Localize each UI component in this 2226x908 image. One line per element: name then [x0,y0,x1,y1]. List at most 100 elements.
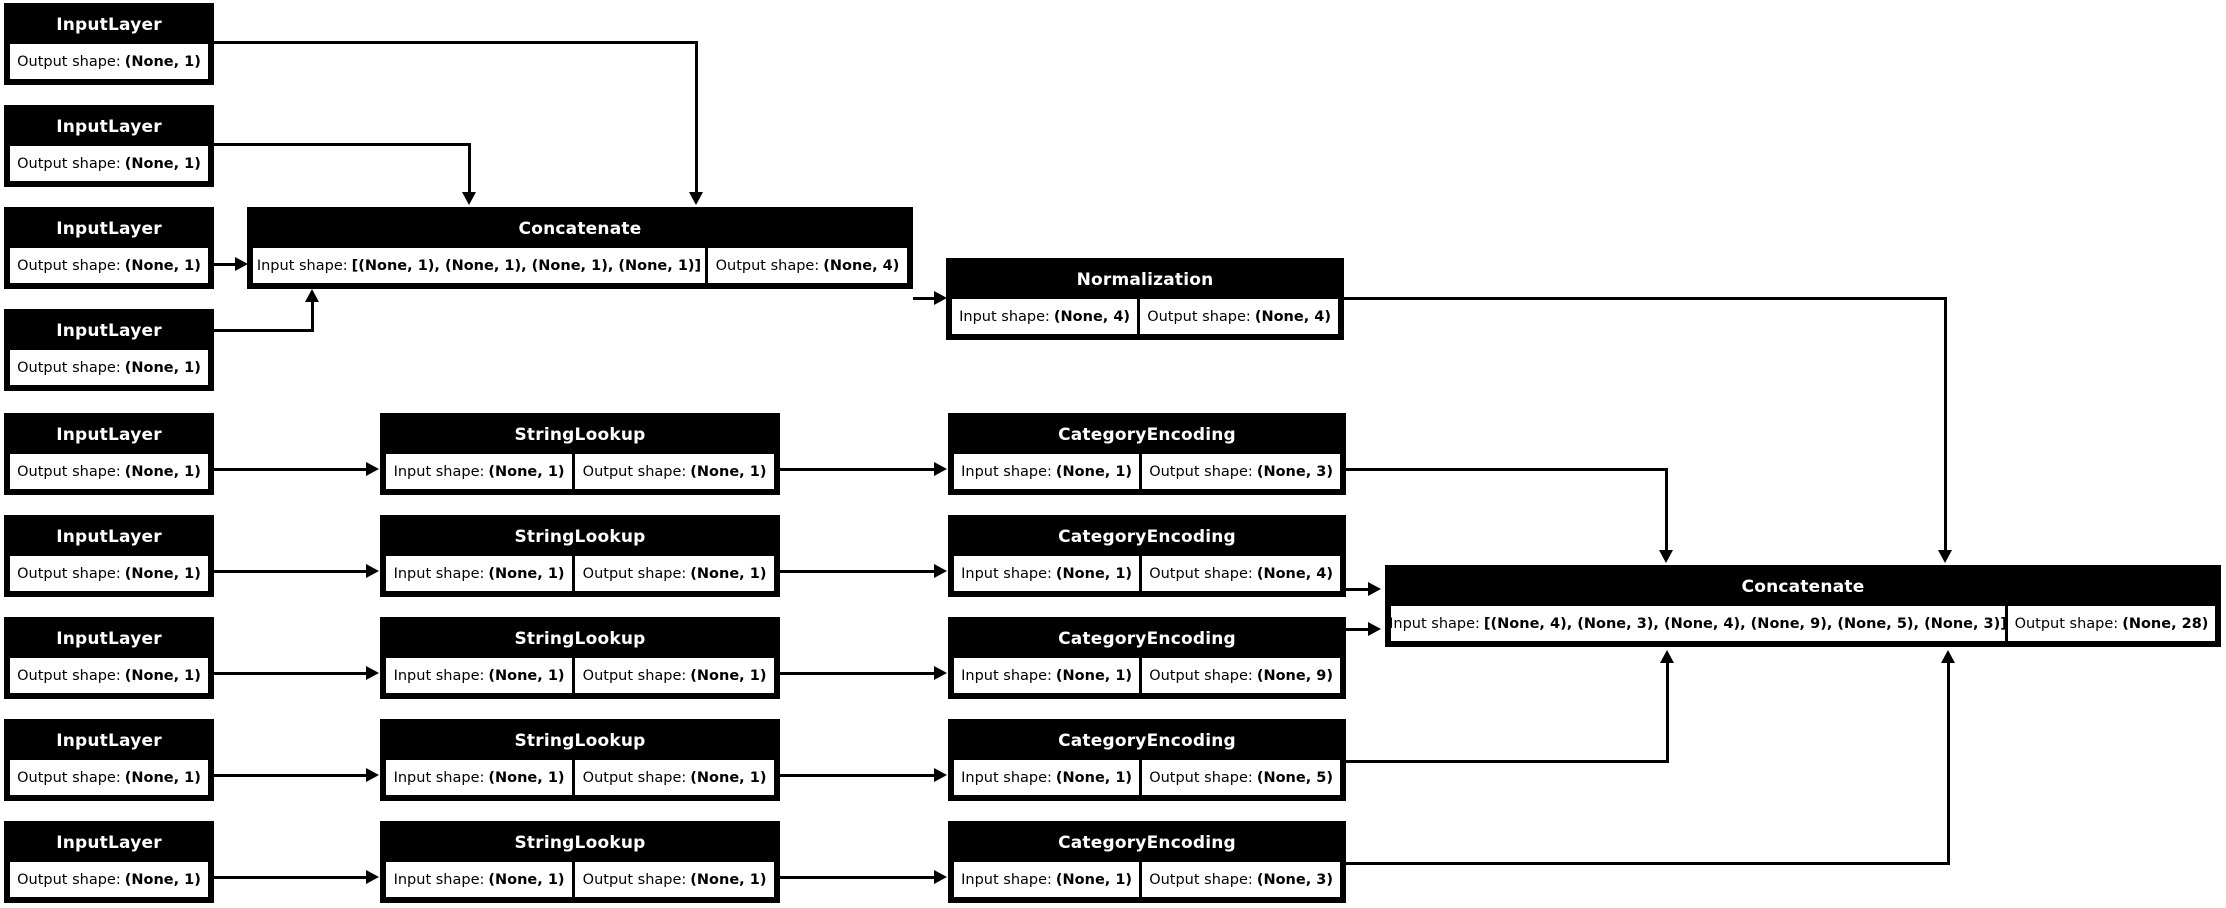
output-shape-value: (None, 1) [124,155,201,172]
edge-row1-encoding-h [1346,468,1668,471]
node-shapes: Input shape: [(None, 1), (None, 1), (Non… [250,248,910,286]
node-title: StringLookup [383,518,777,556]
edge-numeric-input-4-v [311,302,314,331]
node-inputlayer-numeric-1[interactable]: InputLayer Output shape: (None, 1) [4,3,214,85]
output-shape-label: Output shape: [17,769,121,786]
edge-row2-input-lookup [214,570,366,573]
node-shapes: Input shape: (None, 1) Output shape: (No… [383,862,777,900]
node-stringlookup-2[interactable]: StringLookup Input shape: (None, 1) Outp… [380,515,780,597]
node-shapes: Input shape: (None, 1) Output shape: (No… [951,760,1343,798]
node-inputlayer-numeric-2[interactable]: InputLayer Output shape: (None, 1) [4,105,214,187]
input-shape-value: (None, 1) [488,769,565,786]
node-categoryencoding-5[interactable]: CategoryEncoding Input shape: (None, 1) … [948,821,1346,903]
input-shape-value: (None, 4) [1053,308,1131,325]
node-shapes: Output shape: (None, 1) [7,556,211,594]
node-normalization[interactable]: Normalization Input shape: (None, 4) Out… [946,258,1344,340]
input-shape-value: (None, 1) [488,667,565,684]
node-title: StringLookup [383,416,777,454]
output-shape-label: Output shape: [582,871,687,888]
arrowhead-row4-lookup [366,768,379,782]
edge-row4-encoding-h [1346,760,1669,763]
input-shape-cell: Input shape: (None, 1) [386,556,573,591]
output-shape-label: Output shape: [17,155,121,172]
input-shape-cell: Input shape: (None, 1) [954,454,1140,489]
input-shape-value: [(None, 4), (None, 3), (None, 4), (None,… [1483,615,2005,632]
node-inputlayer-categorical-3[interactable]: InputLayer Output shape: (None, 1) [4,617,214,699]
node-concatenate-numeric[interactable]: Concatenate Input shape: [(None, 1), (No… [247,207,913,289]
edge-row1-lookup-encoding [780,468,934,471]
arrowhead-row5-encoding [934,870,947,884]
node-inputlayer-numeric-3[interactable]: InputLayer Output shape: (None, 1) [4,207,214,289]
node-title: CategoryEncoding [951,416,1343,454]
output-shape-cell: Output shape: (None, 9) [1142,658,1340,693]
arrowhead-row1-encoding [934,462,947,476]
input-shape-label: Input shape: [393,769,485,786]
output-shape-value: (None, 1) [690,769,767,786]
input-shape-value: (None, 1) [1055,463,1133,480]
input-shape-cell: Input shape: (None, 1) [954,862,1140,897]
output-shape-label: Output shape: [582,667,687,684]
input-shape-label: Input shape: [961,463,1052,480]
node-shapes: Input shape: [(None, 4), (None, 3), (Non… [1388,606,2218,644]
node-inputlayer-categorical-1[interactable]: InputLayer Output shape: (None, 1) [4,413,214,495]
arrowhead-row3-lookup [366,666,379,680]
node-categoryencoding-4[interactable]: CategoryEncoding Input shape: (None, 1) … [948,719,1346,801]
node-title: InputLayer [7,416,211,454]
node-categoryencoding-3[interactable]: CategoryEncoding Input shape: (None, 1) … [948,617,1346,699]
output-shape-value: (None, 9) [1256,667,1333,684]
node-title: InputLayer [7,108,211,146]
output-shape-label: Output shape: [17,667,121,684]
node-stringlookup-1[interactable]: StringLookup Input shape: (None, 1) Outp… [380,413,780,495]
node-stringlookup-5[interactable]: StringLookup Input shape: (None, 1) Outp… [380,821,780,903]
output-shape-cell: Output shape: (None, 1) [575,658,774,693]
node-inputlayer-categorical-4[interactable]: InputLayer Output shape: (None, 1) [4,719,214,801]
node-inputlayer-numeric-4[interactable]: InputLayer Output shape: (None, 1) [4,309,214,391]
node-inputlayer-categorical-2[interactable]: InputLayer Output shape: (None, 1) [4,515,214,597]
node-shapes: Output shape: (None, 1) [7,146,211,184]
node-title: InputLayer [7,824,211,862]
node-shapes: Input shape: (None, 1) Output shape: (No… [383,658,777,696]
input-shape-label: Input shape: [393,565,485,582]
output-shape-value: (None, 1) [124,769,201,786]
arrowhead-numeric-input-4 [305,289,319,302]
edge-normalization-h [1344,297,1947,300]
input-shape-value: (None, 1) [1055,565,1133,582]
edge-numeric-input-2-v [468,143,471,193]
output-shape-value: (None, 1) [690,463,767,480]
output-shape-value: (None, 4) [1254,308,1331,325]
output-shape-label: Output shape: [17,463,121,480]
output-shape-value: (None, 1) [690,667,767,684]
output-shape-cell: Output shape: (None, 4) [708,248,907,283]
output-shape-cell: Output shape: (None, 1) [575,454,774,489]
edge-row2-encoding-concat [1346,588,1373,591]
input-shape-cell: Input shape: [(None, 4), (None, 3), (Non… [1391,606,2005,641]
output-shape-cell: Output shape: (None, 1) [10,862,208,897]
output-shape-cell: Output shape: (None, 1) [575,760,774,795]
node-shapes: Output shape: (None, 1) [7,658,211,696]
node-concatenate-final[interactable]: Concatenate Input shape: [(None, 4), (No… [1385,565,2221,647]
edge-row1-input-lookup [214,468,366,471]
input-shape-value: (None, 1) [1055,769,1133,786]
node-shapes: Input shape: (None, 1) Output shape: (No… [951,658,1343,696]
input-shape-value: (None, 1) [1055,871,1133,888]
edge-numeric-input-3-h [214,263,241,266]
node-shapes: Output shape: (None, 1) [7,248,211,286]
output-shape-label: Output shape: [1149,769,1253,786]
node-stringlookup-3[interactable]: StringLookup Input shape: (None, 1) Outp… [380,617,780,699]
node-inputlayer-categorical-5[interactable]: InputLayer Output shape: (None, 1) [4,821,214,903]
output-shape-value: (None, 1) [124,667,201,684]
output-shape-cell: Output shape: (None, 1) [10,658,208,693]
arrowhead-row5-lookup [366,870,379,884]
output-shape-value: (None, 28) [2122,615,2209,632]
output-shape-label: Output shape: [17,53,121,70]
input-shape-cell: Input shape: (None, 1) [954,658,1140,693]
output-shape-cell: Output shape: (None, 1) [10,454,208,489]
output-shape-label: Output shape: [2014,615,2119,632]
input-shape-cell: Input shape: (None, 4) [952,299,1138,334]
node-categoryencoding-1[interactable]: CategoryEncoding Input shape: (None, 1) … [948,413,1346,495]
node-title: CategoryEncoding [951,824,1343,862]
node-stringlookup-4[interactable]: StringLookup Input shape: (None, 1) Outp… [380,719,780,801]
node-categoryencoding-2[interactable]: CategoryEncoding Input shape: (None, 1) … [948,515,1346,597]
input-shape-value: [(None, 1), (None, 1), (None, 1), (None,… [351,257,702,274]
